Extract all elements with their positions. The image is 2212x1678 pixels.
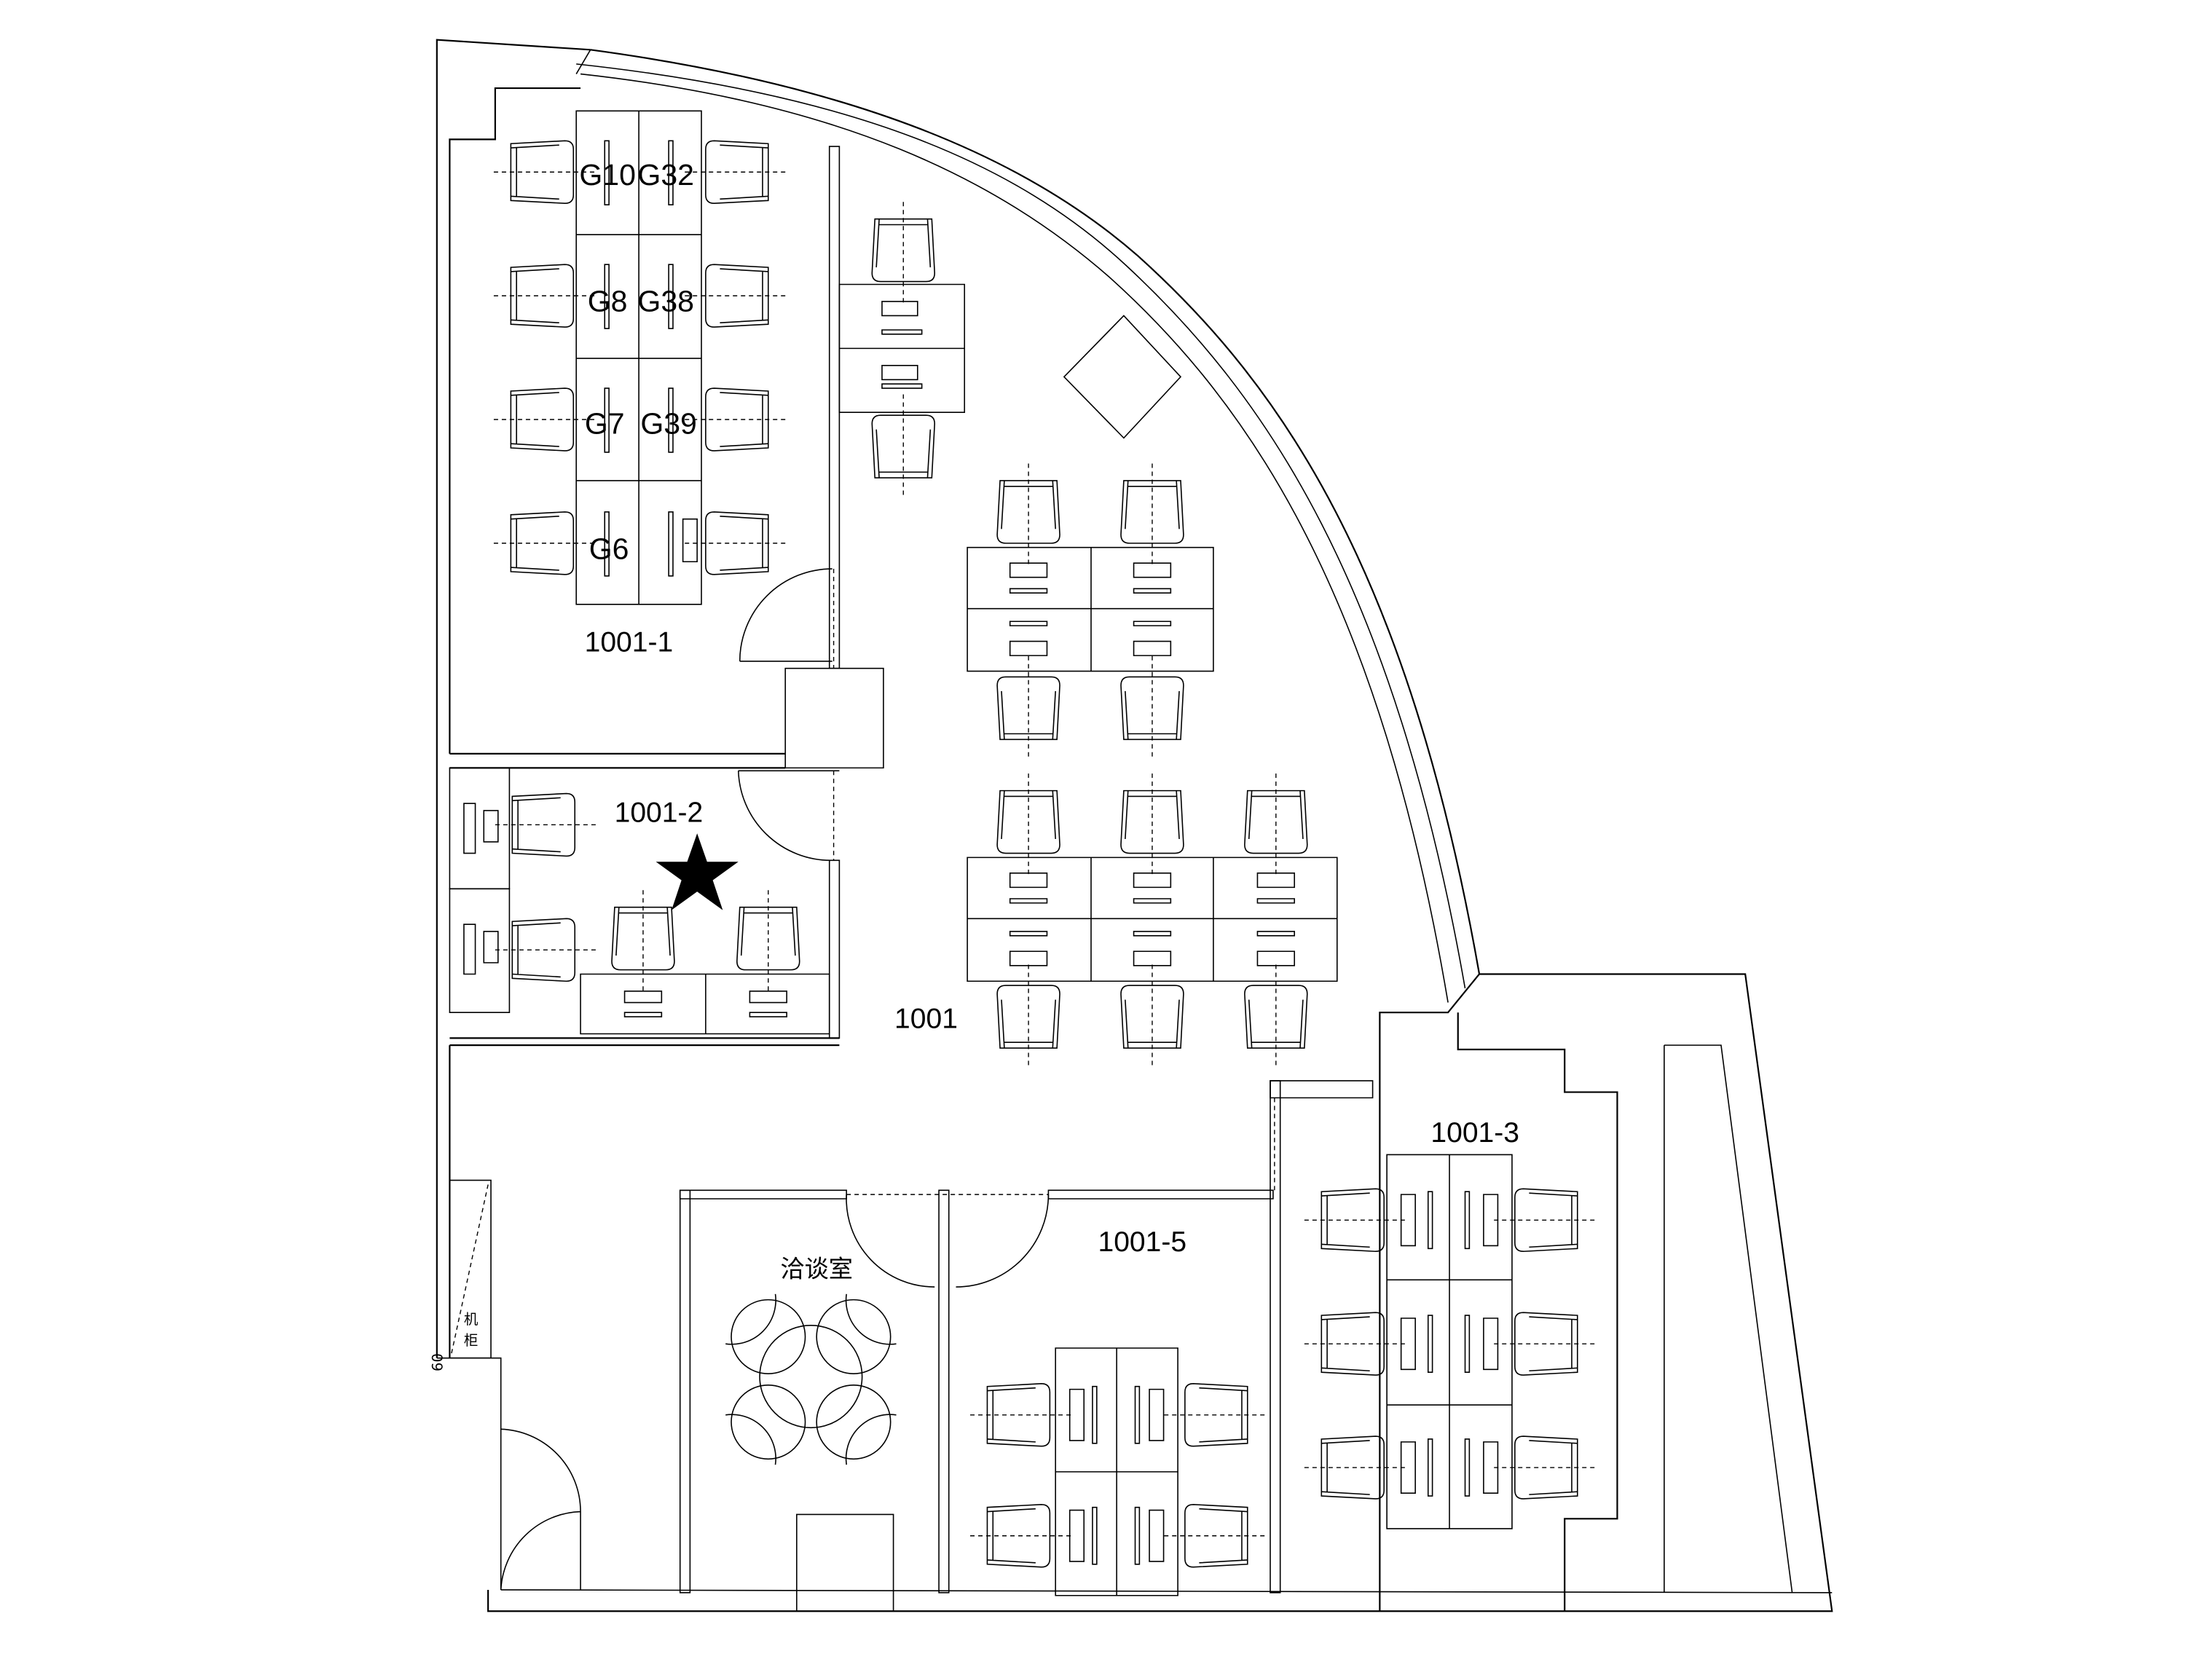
wall-1001-1	[449, 88, 580, 754]
seat-labels: G10 G32 G8 G38 G7 G39 G6	[579, 158, 696, 566]
chair	[846, 1294, 897, 1344]
chair	[1245, 773, 1307, 876]
cabinet	[449, 889, 509, 1012]
chair	[1492, 1312, 1595, 1375]
column	[797, 1514, 894, 1611]
chair	[494, 512, 597, 575]
chairs	[494, 141, 1594, 1567]
chair	[1162, 1505, 1265, 1567]
chair	[1304, 1436, 1407, 1499]
server-cabinet	[449, 1181, 491, 1358]
chair	[725, 1294, 776, 1344]
cabinet-label: 机	[464, 1311, 479, 1328]
chair	[997, 464, 1060, 567]
seat-label: G39	[640, 407, 697, 441]
chair	[495, 918, 598, 981]
walls	[437, 40, 1832, 1612]
desk-block-1001-b	[967, 857, 1337, 981]
chair	[683, 264, 786, 327]
chair	[737, 890, 800, 993]
round-table	[731, 1300, 891, 1460]
chair	[997, 654, 1060, 757]
seat-label: G6	[589, 532, 629, 565]
column	[785, 669, 883, 768]
chair	[872, 202, 934, 304]
chair	[846, 1414, 897, 1465]
chair	[1162, 1384, 1265, 1446]
desk-block-1001-3	[1387, 1154, 1512, 1529]
chair	[997, 773, 1060, 876]
chair	[1304, 1312, 1407, 1375]
desk-block-1001-a	[967, 548, 1213, 671]
desk-1001-2	[580, 974, 830, 1033]
seat-label: G10	[579, 158, 636, 192]
chair	[494, 141, 597, 203]
wall-1001-3	[1379, 974, 1617, 1611]
seat-label: G7	[585, 407, 625, 441]
chair	[1245, 963, 1307, 1066]
seat-label: G38	[637, 285, 694, 318]
chair	[495, 794, 598, 856]
desk-block-1001-5	[1055, 1348, 1178, 1596]
chair	[1304, 1189, 1407, 1251]
chair	[997, 963, 1060, 1066]
desks	[576, 111, 1512, 1595]
chair	[1121, 963, 1184, 1066]
chair	[683, 388, 786, 451]
chair	[1492, 1436, 1595, 1499]
facade-inner-1	[580, 74, 1448, 1003]
outer-wall	[437, 40, 591, 1358]
chair	[1121, 654, 1184, 757]
chair	[683, 141, 786, 203]
desk-upper	[839, 285, 964, 413]
room-label-1001-5: 1001-5	[1098, 1226, 1186, 1258]
chair	[970, 1384, 1073, 1446]
pillar	[1064, 315, 1181, 438]
room-label-1001-3: 1001-3	[1430, 1117, 1519, 1149]
room-label-1001-1: 1001-1	[585, 626, 674, 658]
seat-label: G32	[637, 158, 694, 192]
chair	[494, 264, 597, 327]
chair	[1121, 464, 1184, 567]
chair	[970, 1505, 1073, 1567]
chair	[1121, 773, 1184, 876]
chair	[683, 512, 786, 575]
room-label-meeting: 洽谈室	[780, 1256, 853, 1283]
desk-block-1001-1	[576, 111, 701, 604]
chair	[494, 388, 597, 451]
seat-label: G8	[588, 285, 628, 318]
star-icon	[656, 833, 739, 910]
cabinet-label: 柜	[464, 1332, 479, 1349]
dimension-label: 60	[430, 1353, 446, 1371]
room-label-1001: 1001	[894, 1004, 958, 1035]
facade-inner-2	[576, 64, 1465, 988]
chair	[612, 890, 674, 993]
facade-outer	[591, 50, 1479, 974]
chair	[1492, 1189, 1595, 1251]
chair	[872, 393, 934, 495]
partition	[830, 146, 840, 669]
room-label-1001-2: 1001-2	[615, 797, 704, 829]
chair	[725, 1414, 776, 1465]
cabinet	[449, 768, 509, 889]
